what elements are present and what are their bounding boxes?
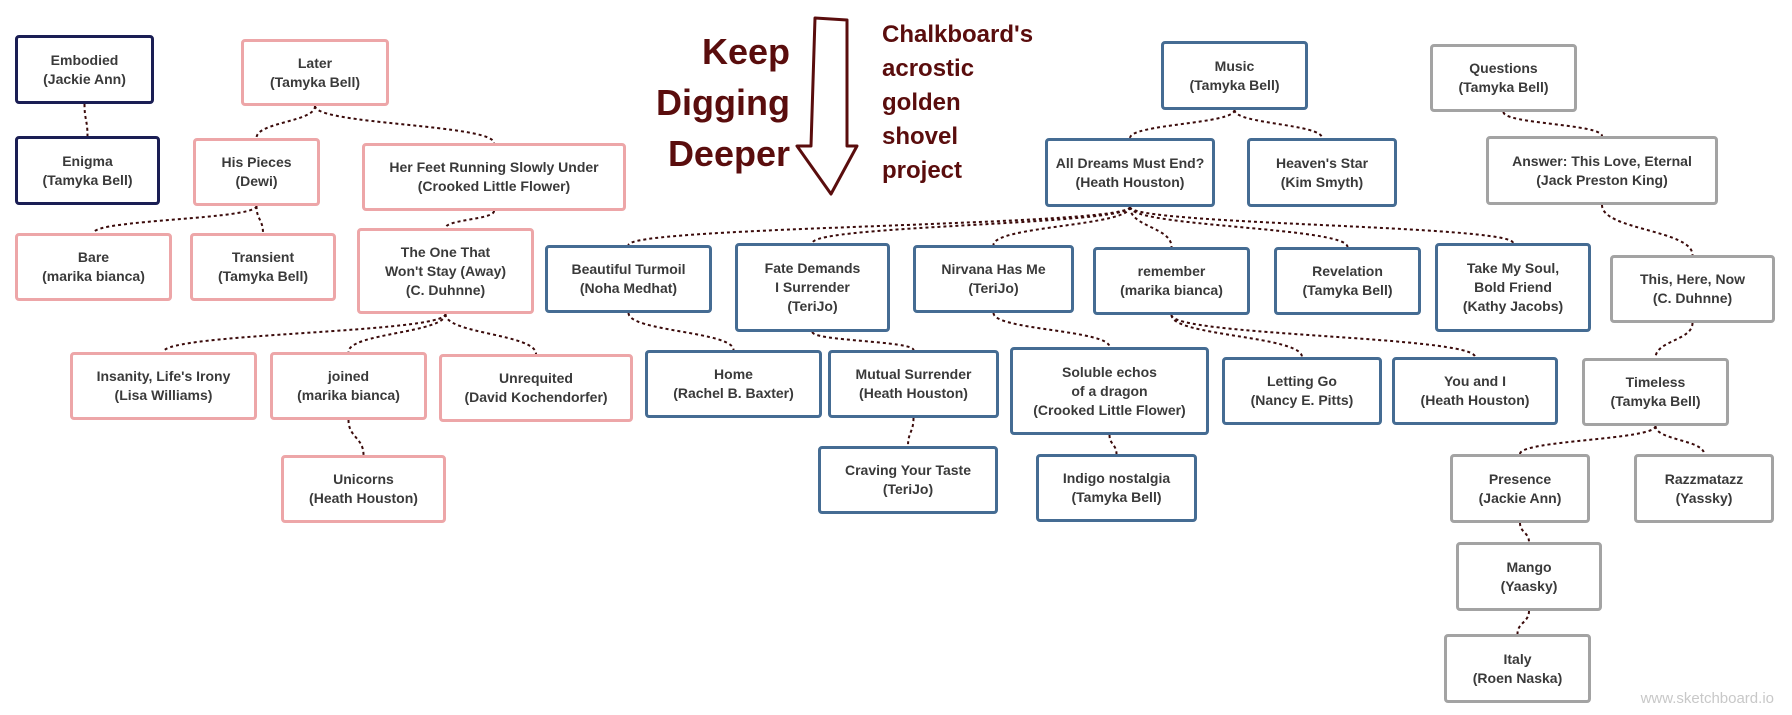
connector-one_that-unrequited: [444, 313, 537, 355]
connector-soluble-indigo: [1108, 434, 1118, 455]
connector-mutual-craving: [907, 417, 915, 447]
connector-beautiful-home: [627, 312, 735, 351]
node-embodied[interactable]: Embodied (Jackie Ann): [15, 35, 154, 104]
node-presence[interactable]: Presence (Jackie Ann): [1450, 454, 1590, 523]
connector-one_that-insanity: [162, 313, 447, 353]
connector-music-heavens_star: [1233, 109, 1323, 139]
node-timeless[interactable]: Timeless (Tamyka Bell): [1582, 358, 1729, 426]
node-mutual-surrender[interactable]: Mutual Surrender (Heath Houston): [828, 350, 999, 418]
connector-his_pieces-transient: [255, 205, 264, 234]
connector-remember-you_and_i: [1170, 314, 1476, 358]
node-answer[interactable]: Answer: This Love, Eternal (Jack Preston…: [1486, 136, 1718, 205]
connector-one_that-joined: [347, 313, 447, 353]
connector-this_here-timeless: [1654, 322, 1694, 359]
node-unrequited[interactable]: Unrequited (David Kochendorfer): [439, 354, 633, 422]
node-joined[interactable]: joined (marika bianca): [270, 352, 427, 420]
connector-timeless-presence: [1519, 425, 1657, 455]
node-home[interactable]: Home (Rachel B. Baxter): [645, 350, 822, 418]
node-his-pieces[interactable]: His Pieces (Dewi): [193, 138, 320, 206]
node-music[interactable]: Music (Tamyka Bell): [1161, 41, 1308, 110]
node-nirvana[interactable]: Nirvana Has Me (TeriJo): [913, 245, 1074, 313]
node-bare[interactable]: Bare (marika bianca): [15, 233, 172, 301]
node-indigo-nostalgia[interactable]: Indigo nostalgia (Tamyka Bell): [1036, 454, 1197, 522]
node-italy[interactable]: Italy (Roen Naska): [1444, 634, 1591, 703]
title-acrostic-golden-shovel: Chalkboard's acrostic golden shovel proj…: [882, 21, 1034, 184]
connector-mango-italy: [1516, 610, 1530, 635]
connector-all_dreams-fate: [811, 206, 1131, 244]
node-questions[interactable]: Questions (Tamyka Bell): [1430, 44, 1577, 112]
node-remember[interactable]: remember (marika bianca): [1093, 247, 1250, 315]
node-later[interactable]: Later (Tamyka Bell): [241, 39, 389, 106]
connector-all_dreams-revelation: [1129, 206, 1349, 248]
watermark: www.sketchboard.io: [1640, 690, 1774, 707]
node-razzmatazz[interactable]: Razzmatazz (Yassky): [1634, 454, 1774, 523]
connector-all_dreams-take_soul: [1129, 206, 1514, 244]
connector-all_dreams-beautiful: [627, 206, 1131, 246]
node-insanity[interactable]: Insanity, Life's Irony (Lisa Williams): [70, 352, 257, 420]
connector-all_dreams-remember: [1129, 206, 1173, 248]
connector-all_dreams-nirvana: [992, 206, 1131, 246]
connector-her_feet-one_that: [444, 210, 495, 229]
node-unicorns[interactable]: Unicorns (Heath Houston): [281, 455, 446, 523]
node-enigma[interactable]: Enigma (Tamyka Bell): [15, 136, 160, 205]
node-the-one-that[interactable]: The One That Won't Stay (Away) (C. Duhnn…: [357, 228, 534, 314]
node-heavens-star[interactable]: Heaven's Star (Kim Smyth): [1247, 138, 1397, 207]
node-her-feet[interactable]: Her Feet Running Slowly Under (Crooked L…: [362, 143, 626, 211]
connector-music-all_dreams: [1129, 109, 1236, 139]
connector-timeless-razzmatazz: [1654, 425, 1705, 455]
connector-remember-letting_go: [1170, 314, 1303, 358]
connector-his_pieces-bare: [92, 205, 258, 234]
node-all-dreams[interactable]: All Dreams Must End? (Heath Houston): [1045, 138, 1215, 207]
node-mango[interactable]: Mango (Yaasky): [1456, 542, 1602, 611]
title-keep-digging-deeper: Keep Digging Deeper: [656, 31, 790, 174]
node-soluble-echos[interactable]: Soluble echos of a dragon (Crooked Littl…: [1010, 347, 1209, 435]
connector-answer-this_here: [1601, 204, 1694, 256]
node-transient[interactable]: Transient (Tamyka Bell): [190, 233, 336, 301]
connector-nirvana-soluble: [992, 312, 1111, 348]
node-beautiful-turmoil[interactable]: Beautiful Turmoil (Noha Medhat): [545, 245, 712, 313]
node-craving[interactable]: Craving Your Taste (TeriJo): [818, 446, 998, 514]
node-this-here-now[interactable]: This, Here, Now (C. Duhnne): [1610, 255, 1775, 323]
node-you-and-i[interactable]: You and I (Heath Houston): [1392, 357, 1558, 425]
connector-joined-unicorns: [347, 419, 365, 456]
connector-embodied-enigma: [83, 103, 89, 137]
node-letting-go[interactable]: Letting Go (Nancy E. Pitts): [1222, 357, 1382, 425]
down-arrow-icon: [795, 16, 859, 196]
connector-later-her_feet: [314, 105, 495, 144]
node-fate-demands[interactable]: Fate Demands I Surrender (TeriJo): [735, 243, 890, 332]
node-take-my-soul[interactable]: Take My Soul, Bold Friend (Kathy Jacobs): [1435, 243, 1591, 332]
connector-later-his_pieces: [255, 105, 316, 139]
connector-questions-answer: [1502, 111, 1603, 137]
connector-presence-mango: [1519, 522, 1530, 543]
connector-fate-mutual: [811, 331, 915, 351]
node-revelation[interactable]: Revelation (Tamyka Bell): [1274, 247, 1421, 315]
